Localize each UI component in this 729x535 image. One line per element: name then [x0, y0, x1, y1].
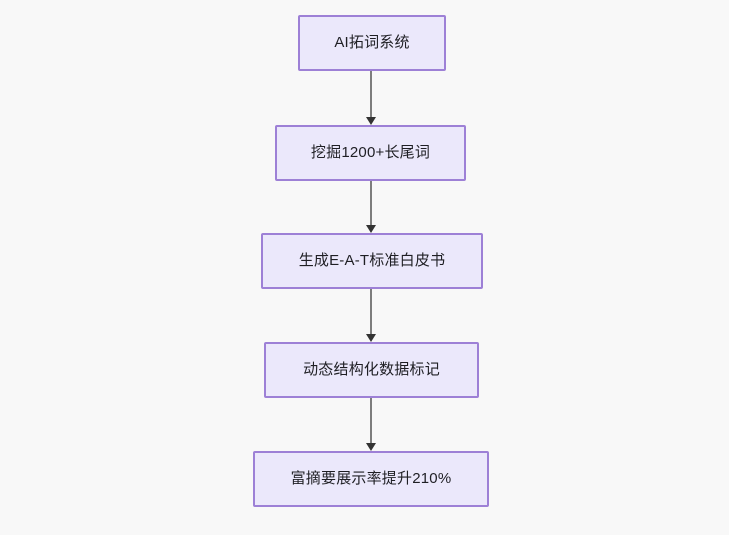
flowchart-node-n2[interactable]: 挖掘1200+长尾词 — [275, 125, 466, 181]
edge-line — [370, 289, 372, 334]
arrowhead-icon — [366, 443, 376, 451]
flowchart-node-label: AI拓词系统 — [334, 34, 410, 51]
flowchart-node-label: 动态结构化数据标记 — [303, 361, 440, 378]
edge-line — [370, 398, 372, 443]
edge-line — [370, 71, 372, 117]
flowchart-node-n1[interactable]: AI拓词系统 — [298, 15, 446, 71]
flowchart-node-n3[interactable]: 生成E-A-T标准白皮书 — [261, 233, 483, 289]
arrowhead-icon — [366, 334, 376, 342]
flowchart-node-n5[interactable]: 富摘要展示率提升210% — [253, 451, 489, 507]
edge-line — [370, 181, 372, 225]
arrowhead-icon — [366, 225, 376, 233]
flowchart-node-n4[interactable]: 动态结构化数据标记 — [264, 342, 479, 398]
arrowhead-icon — [366, 117, 376, 125]
flowchart-node-label: 富摘要展示率提升210% — [290, 470, 452, 487]
flowchart-node-label: 挖掘1200+长尾词 — [310, 144, 431, 161]
flowchart-node-label: 生成E-A-T标准白皮书 — [298, 252, 446, 269]
